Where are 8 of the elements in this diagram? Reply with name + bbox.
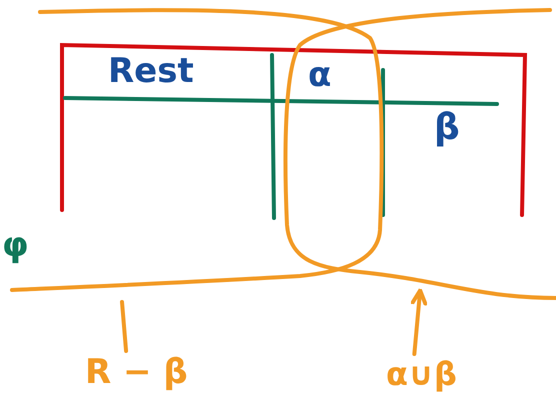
formula-label: α∪β (386, 358, 457, 390)
region-label: β (434, 110, 460, 146)
formula-label: R − β (85, 355, 188, 389)
arrow (410, 288, 428, 356)
region-label: α (308, 58, 332, 92)
region-label: Rest (108, 54, 194, 88)
leader-line (120, 300, 128, 353)
symbol-label: φ (2, 228, 29, 262)
